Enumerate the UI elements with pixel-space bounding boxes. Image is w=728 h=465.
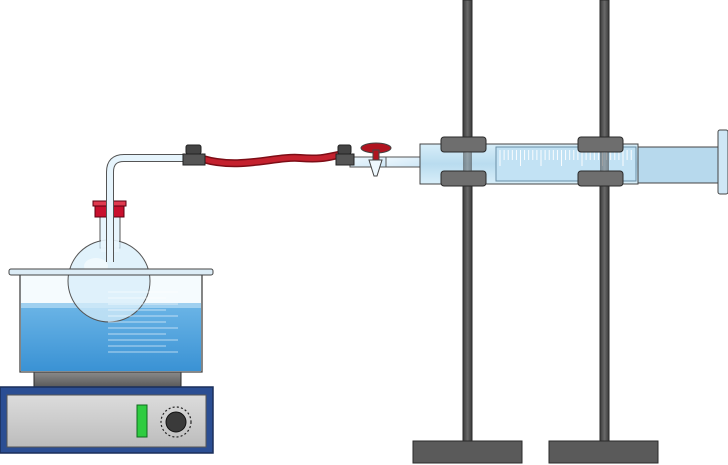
retort-stand	[412, 0, 659, 464]
water-bath-rim	[8, 268, 214, 276]
dial-icon[interactable]	[165, 411, 187, 433]
stand-rod-left	[462, 0, 473, 446]
water-bath-graduations	[108, 291, 178, 353]
water-bath-outline	[8, 268, 214, 373]
hot-plate-top	[33, 371, 182, 388]
stand-rod-right	[599, 0, 610, 446]
syringe-plunger-handle	[717, 129, 728, 195]
stopcock-stem	[368, 159, 383, 177]
pinch-clamp	[335, 144, 355, 166]
pinch-clamp-screw	[185, 144, 202, 155]
pinch-clamp-screw	[337, 144, 352, 155]
hot-plate-panel	[6, 394, 207, 448]
stopcock-key	[372, 149, 380, 161]
clamp-right	[577, 136, 624, 187]
clamp-jaw	[440, 170, 487, 187]
stand-base-right	[548, 440, 659, 464]
pinch-clamp-body	[335, 153, 355, 166]
gas-syringe	[382, 129, 728, 195]
clamp-left	[440, 136, 487, 187]
rubber-tubing-highlight	[200, 151, 347, 166]
three-way-stopcock	[349, 142, 392, 177]
water-bath-walls	[19, 275, 203, 373]
pinch-clamp-body	[182, 153, 206, 166]
syringe-plunger-rod	[637, 146, 721, 184]
clamp-jaw	[577, 170, 624, 187]
pinch-clamp	[182, 144, 206, 166]
control-knob-ring	[160, 406, 192, 438]
clamp-jaw	[577, 136, 624, 153]
clamp-jaw	[440, 136, 487, 153]
hot-plate	[0, 371, 214, 454]
clamp-rod	[463, 152, 472, 171]
power-indicator	[136, 404, 148, 438]
round-bottom-flask	[67, 212, 151, 323]
delivery-tube-bore	[107, 155, 190, 262]
delivery-tube	[106, 154, 190, 262]
stand-base-left	[412, 440, 523, 464]
syringe-nozzle	[382, 156, 421, 168]
clamp-rod	[600, 152, 609, 171]
